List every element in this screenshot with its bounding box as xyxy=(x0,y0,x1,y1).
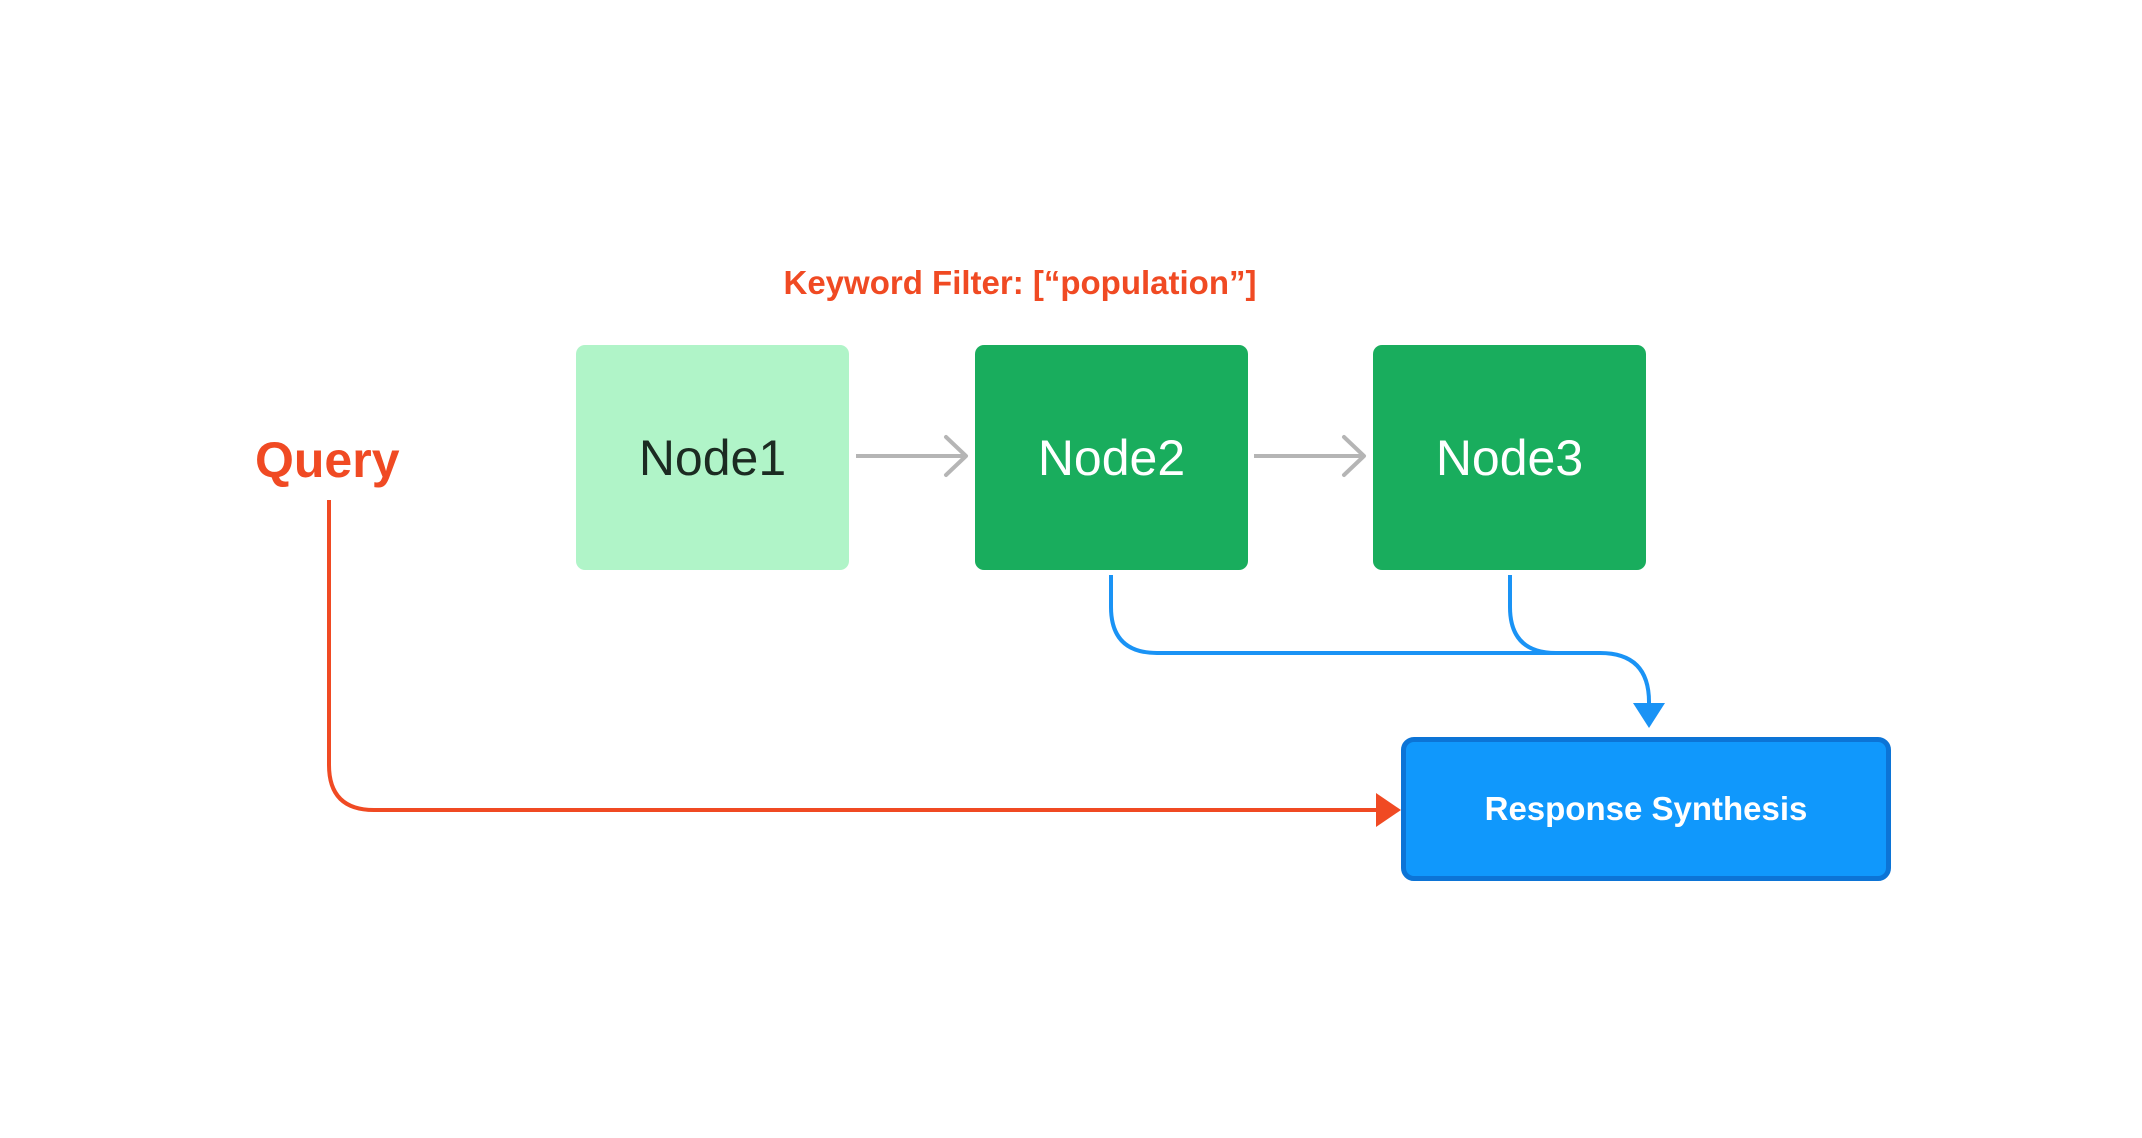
query-label: Query xyxy=(255,432,400,488)
response-synthesis-label: Response Synthesis xyxy=(1484,790,1808,827)
node2-to-node3-arrow xyxy=(1254,435,1366,477)
node3-to-synthesis-arrow xyxy=(1508,575,1557,655)
node1-label: Node1 xyxy=(638,429,787,486)
node2-label: Node2 xyxy=(1037,429,1186,486)
node3-label: Node3 xyxy=(1435,429,1584,486)
response-synthesis-box: Response Synthesis xyxy=(1401,737,1891,881)
keyword-filter-label: Keyword Filter: [“population”] xyxy=(783,264,1257,301)
node3-box: Node3 xyxy=(1373,345,1646,570)
query-to-synthesis-arrow xyxy=(327,500,1401,827)
node1-box: Node1 xyxy=(576,345,849,570)
synthesis-arrowhead xyxy=(1633,703,1665,728)
node2-to-synthesis-arrow xyxy=(1109,575,1651,708)
node2-box: Node2 xyxy=(975,345,1248,570)
node1-to-node2-arrow xyxy=(856,435,968,477)
